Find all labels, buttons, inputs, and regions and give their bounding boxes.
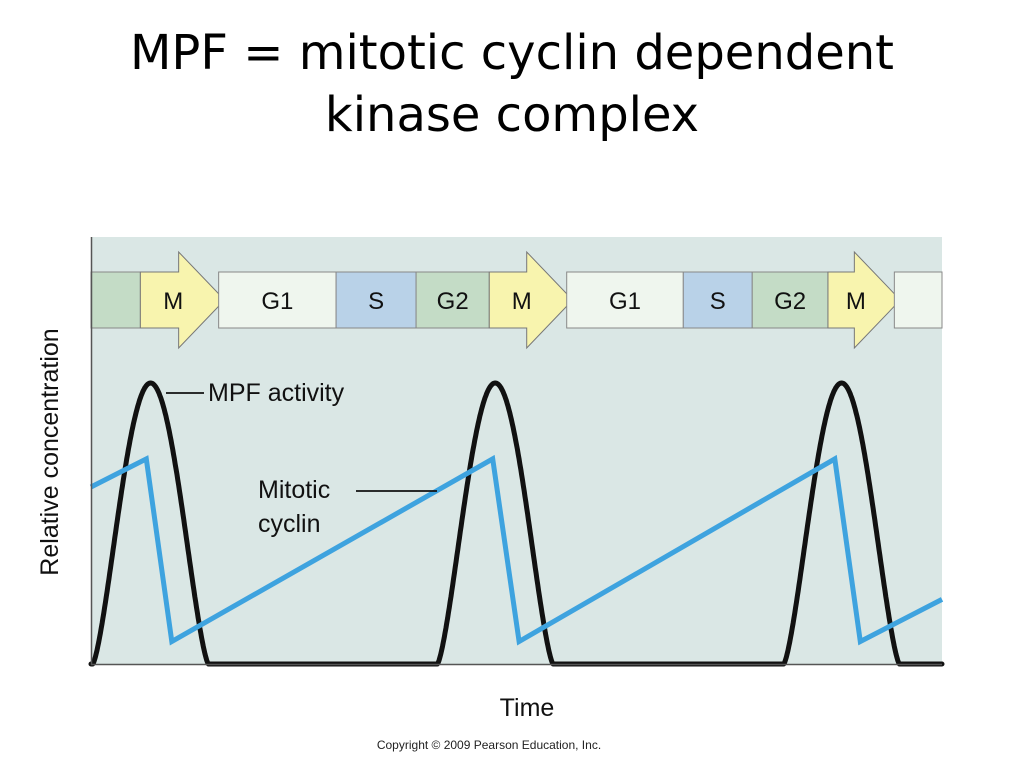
- series-line-mitotic-cyclin: [89, 454, 944, 646]
- annotation-mpf-activity: MPF activity: [208, 379, 345, 407]
- phase-g1-block: [893, 271, 943, 329]
- phase-label-s: S: [710, 288, 726, 315]
- phase-label-g1: G1: [261, 288, 293, 315]
- phase-m-block: [827, 250, 902, 350]
- y-axis-label: Relative concentration: [36, 328, 64, 575]
- phase-s-block: [682, 271, 753, 329]
- phase-label-g2: G2: [774, 288, 806, 315]
- slide-title-line-2: kinase complex: [324, 87, 700, 143]
- phase-m-block: [139, 250, 226, 350]
- phase-g2-block: [751, 271, 829, 329]
- phase-g1-block: [218, 271, 337, 329]
- copyright-notice: Copyright © 2009 Pearson Education, Inc.: [376, 738, 602, 752]
- phase-label-g1: G1: [609, 288, 641, 315]
- slide-title: MPF = mitotic cyclin dependent kinase co…: [0, 22, 1024, 146]
- annotation-cyclin: cyclin: [258, 510, 321, 538]
- phase-g2-block: [90, 271, 141, 329]
- phase-s-block: [335, 271, 417, 329]
- slide-title-line-1: MPF = mitotic cyclin dependent: [130, 25, 894, 81]
- phase-label-s: S: [368, 288, 384, 315]
- annotation-mitotic: Mitotic: [258, 476, 330, 504]
- phase-g2-block: [415, 271, 490, 329]
- x-axis-label: Time: [500, 694, 555, 722]
- phase-label-g2: G2: [437, 288, 469, 315]
- phase-label-m: M: [846, 288, 866, 315]
- phase-m-block: [488, 250, 574, 350]
- phase-label-m: M: [512, 288, 532, 315]
- phase-label-m: M: [163, 288, 183, 315]
- phase-bar: M G1 S G2 M G1 S G2 M: [90, 250, 943, 350]
